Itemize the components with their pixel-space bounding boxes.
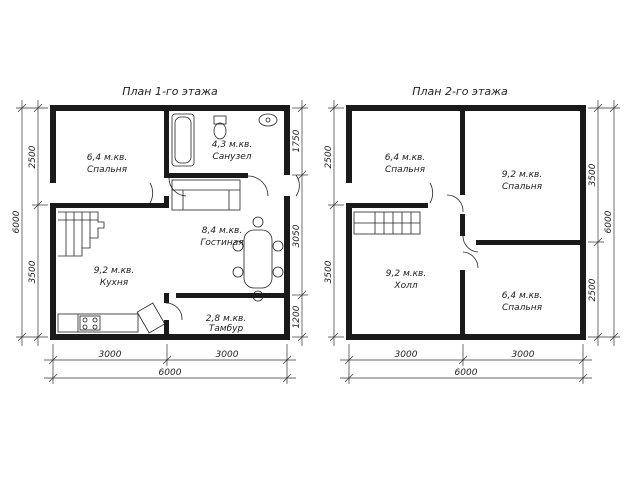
dim-bottom: 3500: [28, 260, 38, 283]
room-area: 9,2 м.кв.: [502, 170, 542, 180]
dim-top: 3500: [588, 163, 598, 186]
dim-bottom: 2500: [588, 278, 598, 301]
plan-1-kitchen-counter: [57, 302, 166, 334]
plan-1-room-kitchen: 9,2 м.кв. Кухня: [94, 266, 134, 288]
dim-left: 3000: [99, 350, 122, 360]
plan-1-dining-table: [232, 216, 284, 302]
plan-first-floor: План 1-го этажа: [12, 85, 308, 384]
room-name: Санузел: [212, 152, 251, 162]
dim-top: 2500: [28, 145, 38, 168]
room-name: Тамбур: [209, 324, 244, 334]
plan-2-dims-bottom: 3000 3000 6000: [340, 344, 592, 384]
plan-1-sink: [258, 113, 278, 127]
room-area: 6,4 м.кв.: [385, 153, 425, 163]
plan-2-room-bedroom-3: 6,4 м.кв. Спальня: [502, 291, 543, 313]
room-area: 2,8 м.кв.: [206, 314, 246, 324]
plan-2-dims-left: 2500 3500: [324, 100, 344, 346]
room-name: Спальня: [385, 165, 426, 175]
plan-1-room-vestibule: 2,8 м.кв. Тамбур: [206, 314, 246, 334]
dim-total: 6000: [604, 210, 614, 233]
plan-2-dims-right: 3500 2500 6000: [588, 100, 620, 346]
plan-2-room-hall: 9,2 м.кв. Холл: [386, 269, 426, 291]
plan-2-title: План 2-го этажа: [412, 85, 508, 98]
dim-top: 1750: [292, 129, 302, 152]
plan-second-floor: План 2-го этажа: [324, 85, 620, 384]
room-name: Спальня: [87, 165, 128, 175]
plan-1-toilet: [213, 115, 227, 140]
plan-1-title: План 1-го этажа: [122, 85, 218, 98]
dim-total: 6000: [159, 368, 182, 378]
plan-1-bathtub: [171, 113, 195, 167]
plan-1-stairs: [58, 211, 105, 257]
room-area: 6,4 м.кв.: [87, 153, 127, 163]
plan-2-room-bedroom-2: 9,2 м.кв. Спальня: [502, 170, 543, 192]
room-area: 6,4 м.кв.: [502, 291, 542, 301]
plan-1-dims-right: 1750 3050 1200: [292, 100, 308, 346]
room-name: Холл: [393, 281, 417, 291]
room-name: Спальня: [502, 182, 543, 192]
dim-left: 3000: [395, 350, 418, 360]
dim-total: 6000: [455, 368, 478, 378]
dim-middle: 3050: [292, 224, 302, 247]
room-name: Гостиная: [200, 238, 244, 248]
dim-right: 3000: [216, 350, 239, 360]
room-area: 8,4 м.кв.: [202, 226, 242, 236]
plan-1-room-living: 8,4 м.кв. Гостиная: [200, 226, 244, 248]
plan-2-doors: [429, 182, 479, 269]
plan-1-dims-bottom: 3000 3000 6000: [44, 344, 296, 384]
dim-bottom: 3500: [324, 260, 334, 283]
plan-1-room-bathroom: 4,3 м.кв. Санузел: [212, 140, 252, 162]
plan-2-stairs: [353, 211, 421, 235]
room-area: 9,2 м.кв.: [386, 269, 426, 279]
room-name: Кухня: [100, 278, 129, 288]
plan-1-sofa: [171, 179, 241, 211]
plan-1-doors: [149, 174, 300, 321]
room-area: 4,3 м.кв.: [212, 140, 252, 150]
dim-top: 2500: [324, 145, 334, 168]
plan-2-walls: [346, 105, 586, 340]
plan-1-walls: [50, 105, 290, 340]
dim-right: 3000: [512, 350, 535, 360]
plan-1-dims-left: 6000 2500 3500: [12, 100, 48, 346]
room-name: Спальня: [502, 303, 543, 313]
dim-bottom: 1200: [292, 305, 302, 328]
plan-2-room-bedroom-1: 6,4 м.кв. Спальня: [385, 153, 426, 175]
room-area: 9,2 м.кв.: [94, 266, 134, 276]
plan-1-room-bedroom: 6,4 м.кв. Спальня: [87, 153, 128, 175]
dim-total: 6000: [12, 210, 22, 233]
